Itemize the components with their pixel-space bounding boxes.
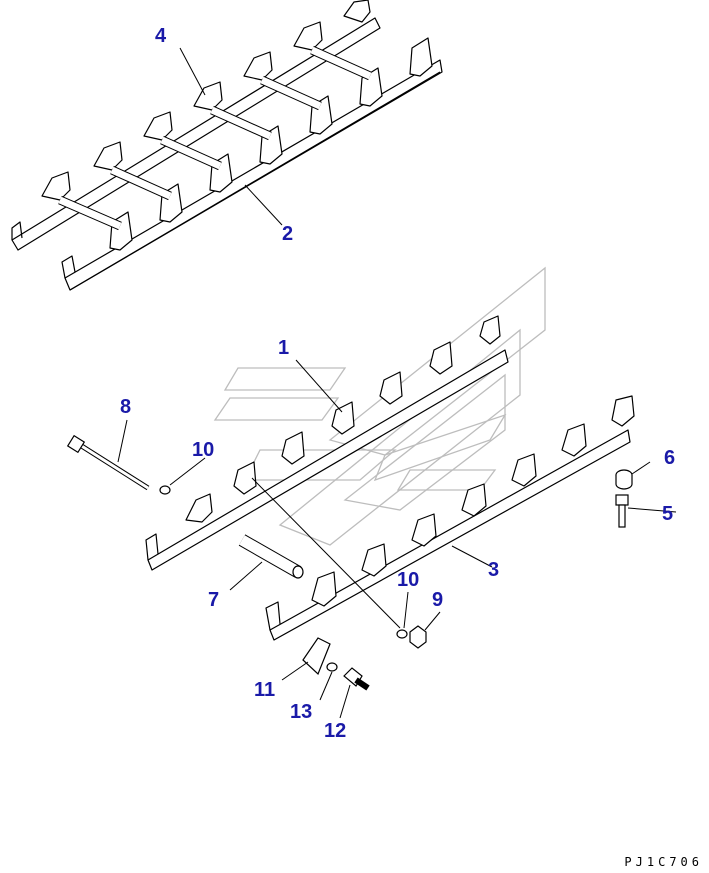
callout-13: 13 [290,701,313,723]
callout-12: 12 [324,720,347,742]
callout-7: 7 [208,589,220,611]
callout-10-lower: 10 [397,569,420,591]
callout-3: 3 [488,559,500,581]
callout-5: 5 [662,503,674,525]
callout-1: 1 [278,337,290,359]
callout-8: 8 [120,396,132,418]
drawing-code: PJ1C706 [624,855,703,869]
callout-9: 9 [432,589,444,611]
rail-3 [265,395,635,641]
callout-6: 6 [664,447,676,469]
callout-11: 11 [254,679,276,701]
top-rail-assembly [11,0,443,291]
callout-10-upper: 10 [192,439,215,461]
callout-4: 4 [155,25,167,47]
loose-parts [66,434,633,691]
callout-2: 2 [282,223,294,245]
leader-lines [117,47,677,719]
rail-1 [145,315,509,571]
